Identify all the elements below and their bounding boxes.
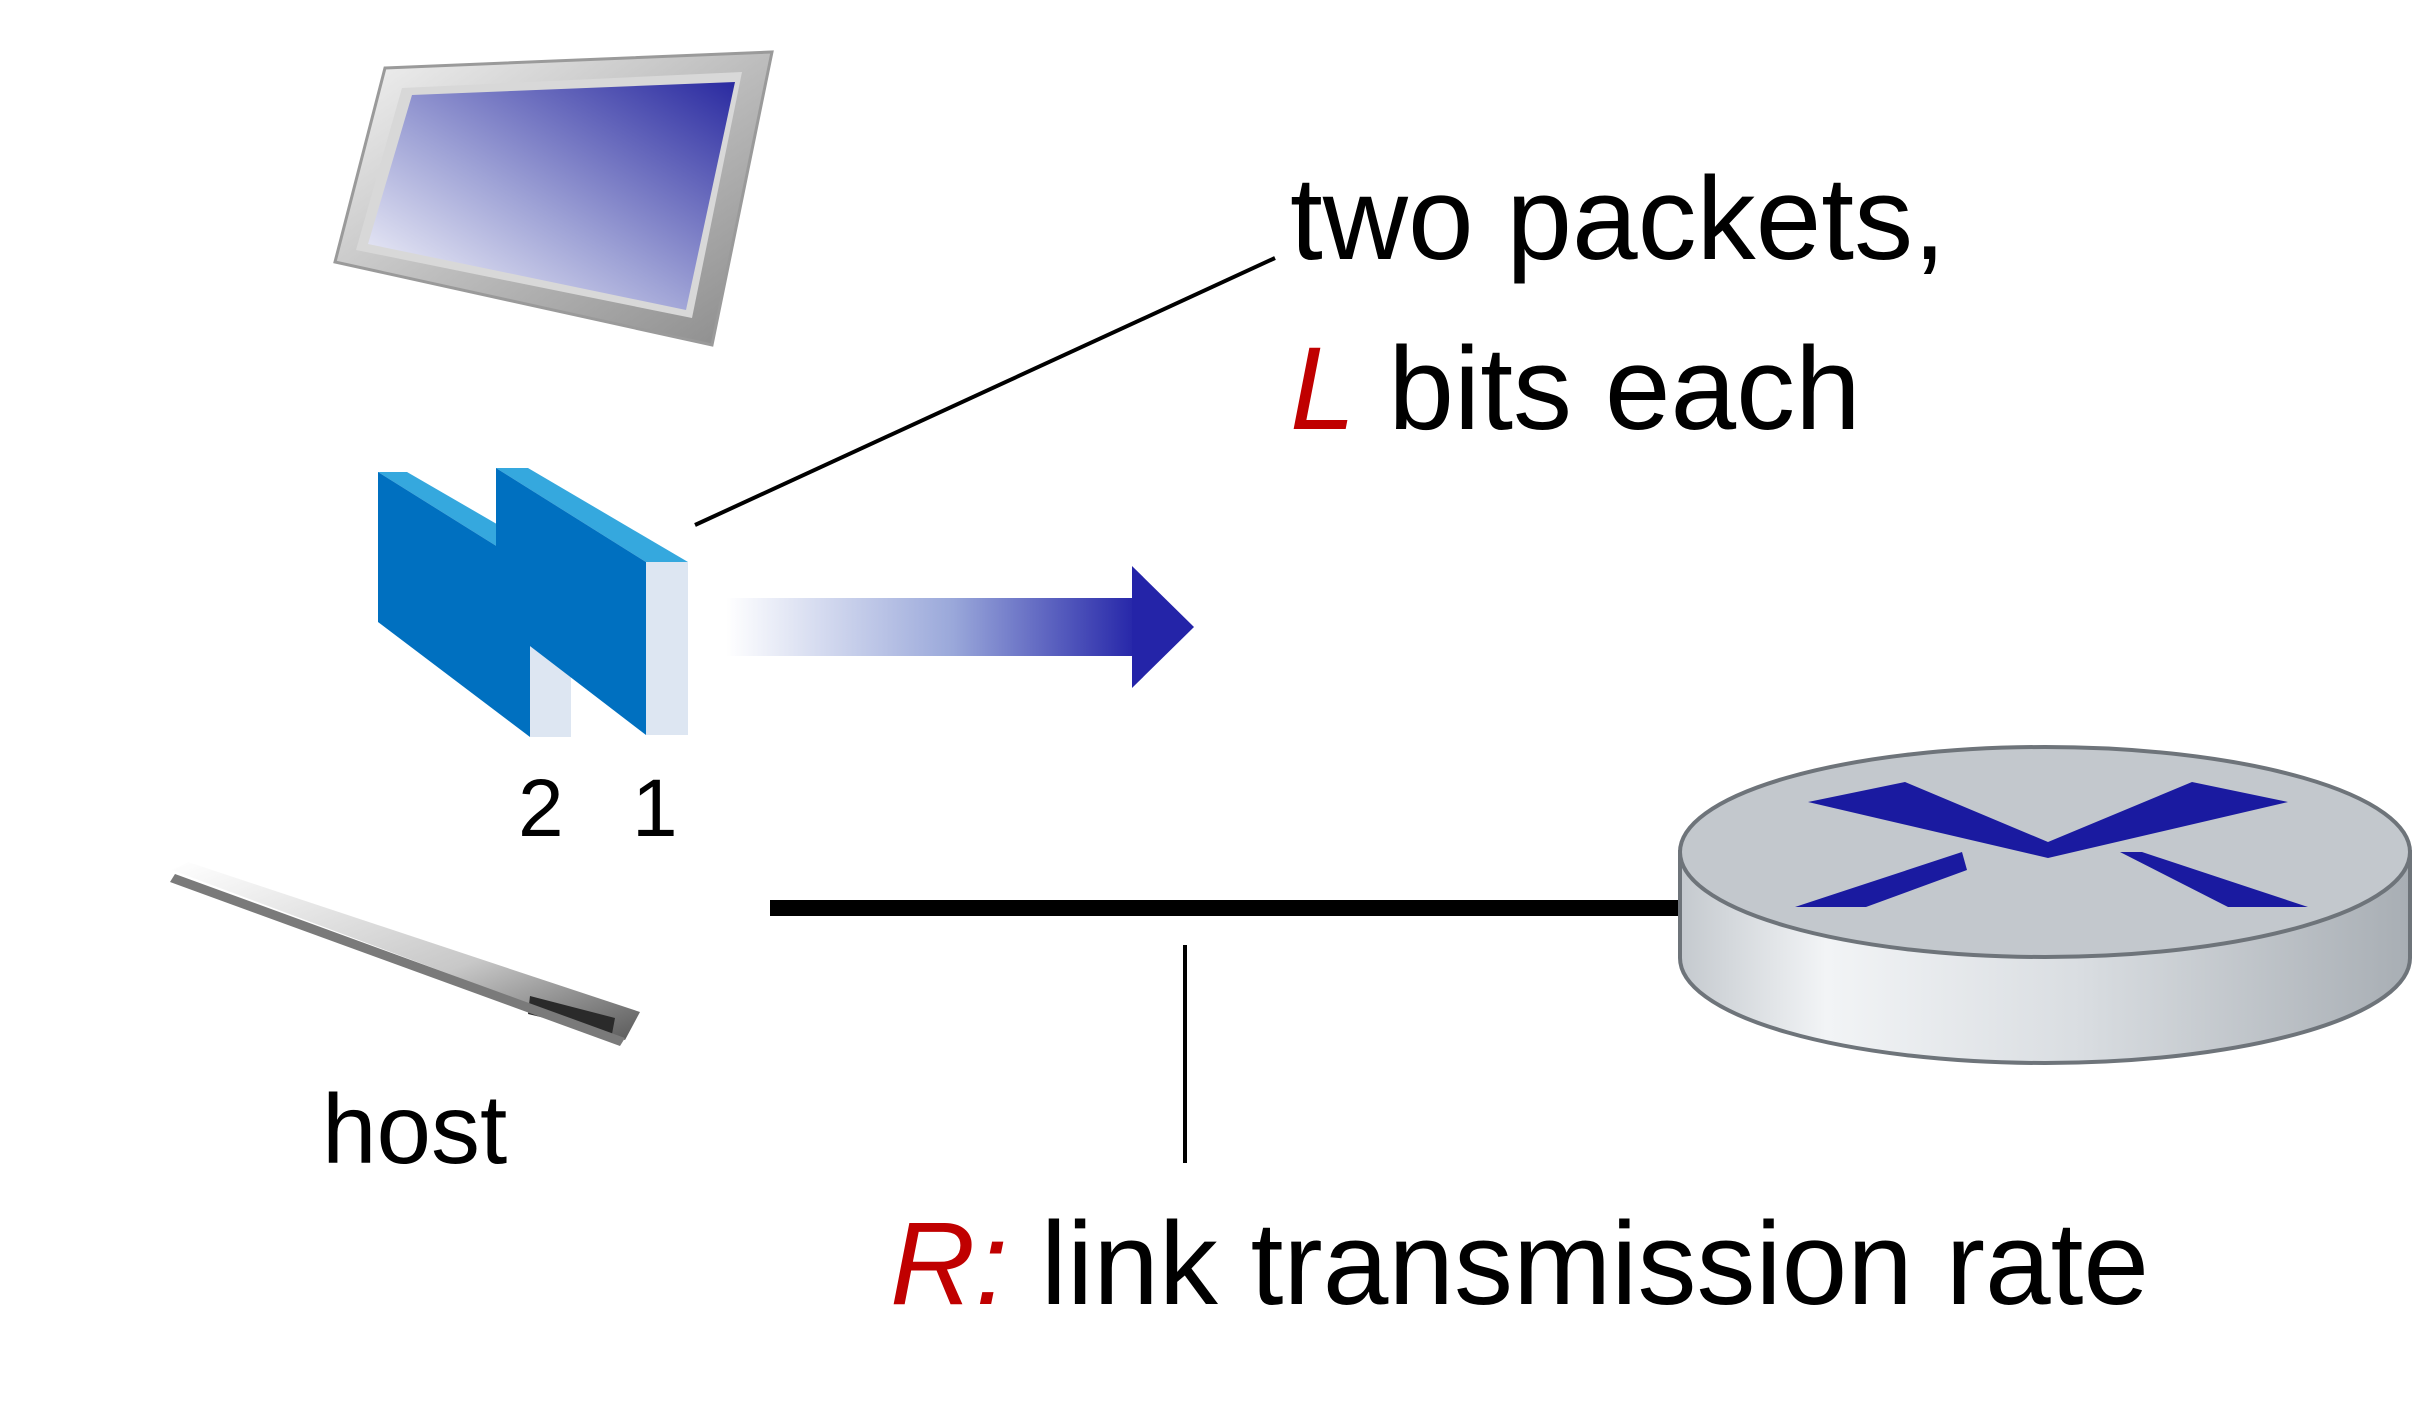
packets-callout-line xyxy=(694,256,1276,527)
laptop-icon xyxy=(170,50,774,1046)
packet-size-text: bits each xyxy=(1355,323,1861,455)
packet-number-1: 1 xyxy=(632,763,678,854)
packets-label: two packets, xyxy=(1290,153,1946,285)
rate-variable: R: xyxy=(890,1198,1008,1330)
arrow-icon xyxy=(726,566,1194,688)
packet-length-variable: L xyxy=(1290,323,1356,455)
packet-number-2: 2 xyxy=(518,763,564,854)
link-rate-label: R: link transmission rate xyxy=(890,1205,2149,1323)
rate-text: link transmission rate xyxy=(1008,1198,2150,1330)
packet-icon-1 xyxy=(496,468,688,735)
router-icon xyxy=(1678,745,2412,1065)
packets-size-label: L bits each xyxy=(1290,330,1861,448)
host-label: host xyxy=(322,1074,508,1184)
